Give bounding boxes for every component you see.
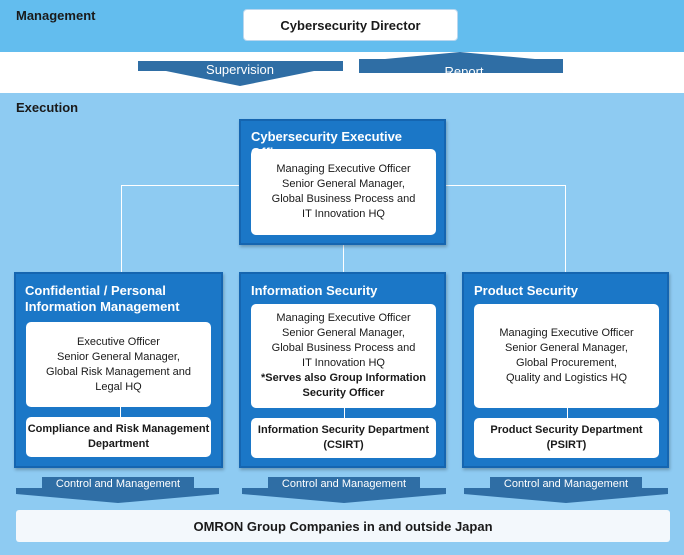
report-arrow-shape: [359, 52, 563, 73]
executive-officer-line: IT Innovation HQ: [302, 208, 385, 220]
officer-line: Senior General Manager,: [57, 350, 180, 363]
panel-title-line: Confidential / Personal: [25, 283, 166, 298]
control-arrow-shape-1: [16, 488, 219, 503]
control-arrow-shape-2: [242, 488, 446, 503]
officer-note-line: *Serves also Group Information: [260, 372, 427, 384]
connector-left-horizontal: [121, 185, 241, 186]
information-security-title: Information Security: [251, 283, 377, 299]
panel-title-line: Information Security: [251, 283, 378, 298]
officer-line: Senior General Manager,: [282, 327, 405, 339]
department-line: Compliance and Risk Management: [27, 423, 210, 435]
group-companies-box: OMRON Group Companies in and outside Jap…: [16, 510, 670, 542]
inner-connector: [120, 407, 121, 417]
information-security-officer-details: Managing Executive Officer Senior Genera…: [251, 304, 436, 408]
panel-title-line: Product Security: [474, 283, 579, 298]
execution-label: Execution: [16, 100, 79, 115]
executive-officer-line: Managing Executive Officer: [276, 163, 411, 175]
officer-line: Managing Executive Officer: [499, 327, 634, 339]
report-label: Report: [444, 64, 484, 79]
connector-left-vertical: [121, 185, 122, 272]
executive-officer-line: Global Business Process and: [271, 193, 416, 205]
confidential-information-panel: Confidential / Personal Information Mana…: [14, 272, 223, 468]
executive-officer-line: Senior General Manager,: [282, 178, 405, 190]
control-management-label-3: Control and Management: [503, 478, 629, 490]
management-label: Management: [16, 8, 96, 23]
officer-line: Legal HQ: [95, 380, 142, 393]
executive-officer-details: Managing Executive Officer Senior Genera…: [251, 149, 436, 235]
csirt-department-box: Information Security Department (CSIRT): [251, 418, 436, 458]
inner-connector: [567, 408, 568, 418]
control-arrow-band-3: [490, 477, 642, 491]
officer-line: Managing Executive Officer: [276, 312, 411, 324]
inner-connector: [344, 408, 345, 418]
product-security-panel: Product Security Managing Executive Offi…: [462, 272, 669, 468]
executive-officer-panel: Cybersecurity Executive Officer Managing…: [239, 119, 446, 245]
cybersecurity-director-box: Cybersecurity Director: [243, 9, 458, 41]
confidential-information-title: Confidential / Personal Information Mana…: [25, 283, 180, 315]
compliance-department-box: Compliance and Risk Management Departmen…: [26, 417, 211, 457]
department-line: Product Security Department: [490, 424, 643, 436]
supervision-arrow-shape: [138, 61, 343, 86]
department-line: (CSIRT): [323, 439, 364, 451]
confidential-officer-details: Executive Officer Senior General Manager…: [26, 322, 211, 407]
officer-line: IT Innovation HQ: [302, 357, 385, 369]
officer-line: Global Business Process and: [271, 342, 416, 354]
officer-line: Senior General Manager,: [505, 342, 628, 354]
control-arrow-band-1: [42, 477, 194, 491]
information-security-panel: Information Security Managing Executive …: [239, 272, 446, 468]
product-security-title: Product Security: [474, 283, 578, 299]
department-line: (PSIRT): [546, 439, 587, 451]
officer-line: Global Procurement,: [516, 357, 617, 369]
control-management-label-2: Control and Management: [281, 478, 407, 490]
officer-line: Quality and Logistics HQ: [505, 372, 628, 384]
product-security-officer-details: Managing Executive Officer Senior Genera…: [474, 304, 659, 408]
control-arrow-shape-3: [464, 488, 668, 503]
officer-line: Executive Officer: [77, 335, 160, 348]
officer-line: Global Risk Management and: [46, 365, 191, 378]
supervision-label: Supervision: [206, 62, 274, 77]
cybersecurity-director-label: Cybersecurity Director: [280, 17, 421, 33]
connector-center-vertical: [343, 245, 344, 272]
officer-note-line: Security Officer: [302, 387, 385, 399]
group-companies-label: OMRON Group Companies in and outside Jap…: [193, 518, 493, 534]
department-line: Department: [87, 438, 150, 450]
connector-right-horizontal: [446, 185, 566, 186]
control-arrow-band-2: [268, 477, 420, 491]
control-management-label-1: Control and Management: [55, 478, 181, 490]
connector-right-vertical: [565, 185, 566, 272]
panel-title-line: Information Management: [25, 299, 180, 314]
psirt-department-box: Product Security Department (PSIRT): [474, 418, 659, 458]
department-line: Information Security Department: [257, 424, 430, 436]
